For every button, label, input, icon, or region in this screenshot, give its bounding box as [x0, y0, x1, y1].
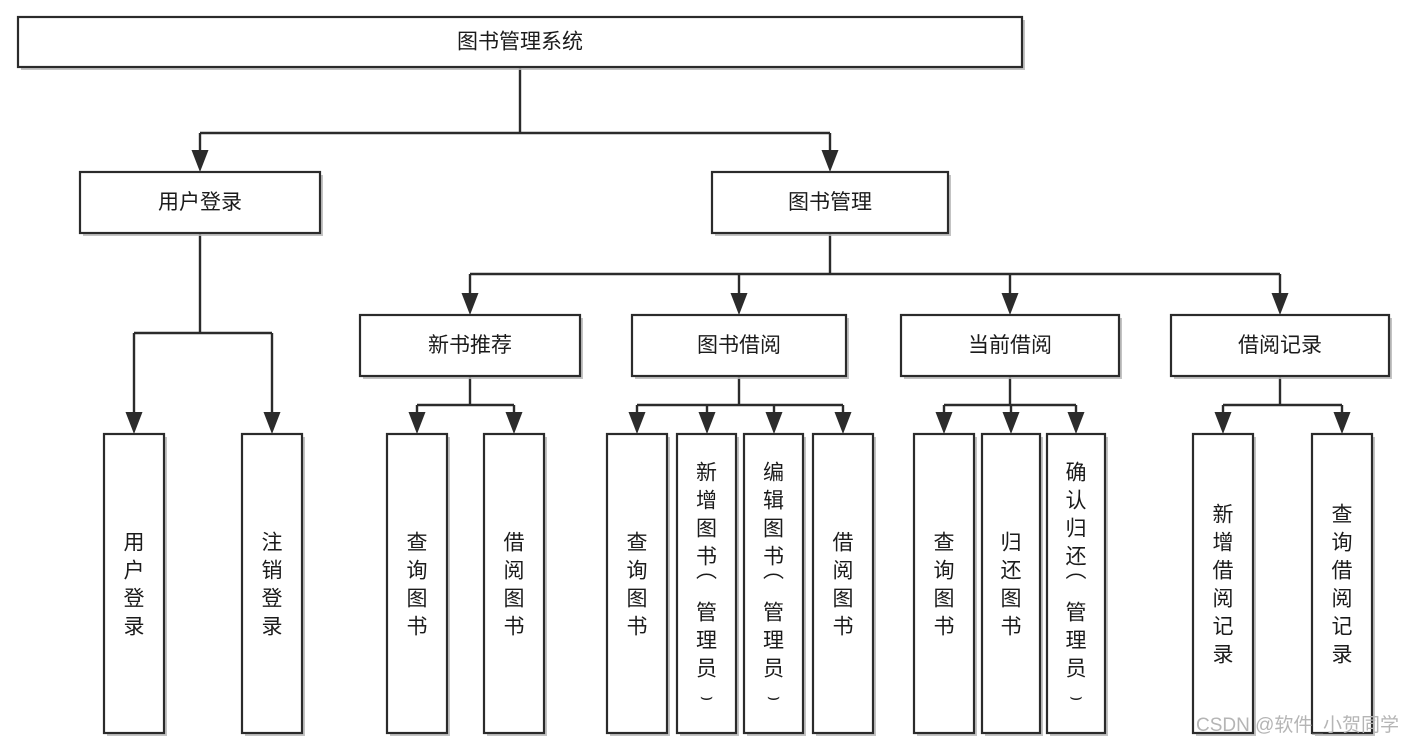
node-rect[interactable] [102, 432, 166, 735]
node-label: 查询图书 [934, 531, 955, 638]
node-label: 注销登录 [262, 531, 283, 638]
connector-group-book-manage [461, 233, 1289, 315]
node-rect[interactable] [78, 170, 322, 235]
node-rect[interactable] [675, 432, 738, 735]
node-label: 查询图书 [627, 531, 648, 638]
node-rect[interactable] [482, 432, 546, 735]
arrowhead-icon [1067, 412, 1085, 434]
node-borrow-record[interactable]: 借阅记录 [1169, 313, 1392, 379]
node-leaf-13[interactable]: 查询借阅记录 [1310, 432, 1375, 736]
arrowhead-icon [698, 412, 716, 434]
node-label: 新增借阅记录 [1213, 503, 1234, 666]
node-rect[interactable] [358, 313, 582, 378]
node-rect[interactable] [240, 432, 304, 735]
arrowhead-icon [461, 293, 479, 315]
arrowhead-icon [505, 412, 523, 434]
node-leaf-5[interactable]: 查询图书 [605, 432, 670, 736]
arrowhead-icon [834, 412, 852, 434]
arrowhead-icon [1271, 293, 1289, 315]
connector-group-borrow-record [1214, 376, 1351, 434]
node-label: 编辑图书⌒管理员⌣ [763, 461, 784, 708]
node-label: 新书推荐 [428, 334, 512, 357]
node-label: 新增图书⌒管理员⌣ [696, 461, 717, 708]
node-label: 借阅记录 [1238, 334, 1322, 357]
node-rect[interactable] [1045, 432, 1107, 735]
arrowhead-icon [1001, 293, 1019, 315]
node-leaf-6[interactable]: 新增图书⌒管理员⌣ [675, 432, 739, 736]
node-rect[interactable] [980, 432, 1042, 735]
node-leaf-4[interactable]: 借阅图书 [482, 432, 547, 736]
node-label: 借阅图书 [504, 531, 525, 638]
arrowhead-icon [1333, 412, 1351, 434]
node-leaf-10[interactable]: 归还图书 [980, 432, 1043, 736]
arrowhead-icon [1002, 412, 1020, 434]
node-label: 当前借阅 [968, 334, 1052, 357]
node-root[interactable]: 图书管理系统 [16, 15, 1025, 70]
node-label: 确认归还⌒管理员⌣ [1066, 461, 1087, 708]
node-rect[interactable] [1310, 432, 1374, 735]
node-label: 图书管理 [788, 191, 872, 214]
node-rect[interactable] [742, 432, 805, 735]
node-leaf-9[interactable]: 查询图书 [912, 432, 977, 736]
arrowhead-icon [935, 412, 953, 434]
arrowhead-icon [191, 150, 209, 172]
node-rect[interactable] [630, 313, 848, 378]
connector-group-book-borrow [628, 376, 852, 434]
node-label: 用户登录 [158, 191, 242, 214]
connector-group-user-login [125, 233, 281, 434]
node-label: 图书管理系统 [457, 31, 583, 54]
node-leaf-11[interactable]: 确认归还⌒管理员⌣ [1045, 432, 1108, 736]
node-rect[interactable] [912, 432, 976, 735]
node-leaf-7[interactable]: 编辑图书⌒管理员⌣ [742, 432, 806, 736]
node-rect[interactable] [899, 313, 1121, 378]
node-user-login[interactable]: 用户登录 [78, 170, 323, 236]
node-new-book-rec[interactable]: 新书推荐 [358, 313, 583, 379]
node-boxes-layer: 图书管理系统用户登录图书管理新书推荐图书借阅当前借阅借阅记录用户登录注销登录查询… [16, 15, 1392, 736]
connector-group-current-borrow [935, 376, 1085, 434]
node-label: 查询借阅记录 [1332, 503, 1353, 666]
arrowhead-icon [821, 150, 839, 172]
node-leaf-12[interactable]: 新增借阅记录 [1191, 432, 1256, 736]
node-rect[interactable] [1191, 432, 1255, 735]
arrowhead-icon [408, 412, 426, 434]
node-rect[interactable] [385, 432, 449, 735]
arrowhead-icon [125, 412, 143, 434]
connector-group-root [191, 67, 839, 172]
node-current-borrow[interactable]: 当前借阅 [899, 313, 1122, 379]
arrowhead-icon [765, 412, 783, 434]
node-label: 归还图书 [1001, 531, 1022, 638]
arrowhead-icon [628, 412, 646, 434]
node-rect[interactable] [811, 432, 875, 735]
connector-edges-layer [125, 67, 1351, 434]
arrowhead-icon [730, 293, 748, 315]
node-rect[interactable] [16, 15, 1024, 69]
node-leaf-3[interactable]: 查询图书 [385, 432, 450, 736]
arrowhead-icon [1214, 412, 1232, 434]
arrowhead-icon [263, 412, 281, 434]
node-rect[interactable] [710, 170, 950, 235]
node-label: 查询图书 [407, 531, 428, 638]
node-book-borrow[interactable]: 图书借阅 [630, 313, 849, 379]
node-leaf-8[interactable]: 借阅图书 [811, 432, 876, 736]
csdn-watermark: CSDN @软件_小贺同学 [1196, 714, 1399, 736]
node-leaf-2[interactable]: 注销登录 [240, 432, 305, 736]
node-rect[interactable] [605, 432, 669, 735]
node-label: 用户登录 [124, 531, 145, 638]
node-rect[interactable] [1169, 313, 1391, 378]
node-book-manage[interactable]: 图书管理 [710, 170, 951, 236]
node-label: 借阅图书 [833, 531, 854, 638]
node-leaf-1[interactable]: 用户登录 [102, 432, 167, 736]
connector-group-new-book-rec [408, 376, 523, 434]
node-label: 图书借阅 [697, 334, 781, 357]
